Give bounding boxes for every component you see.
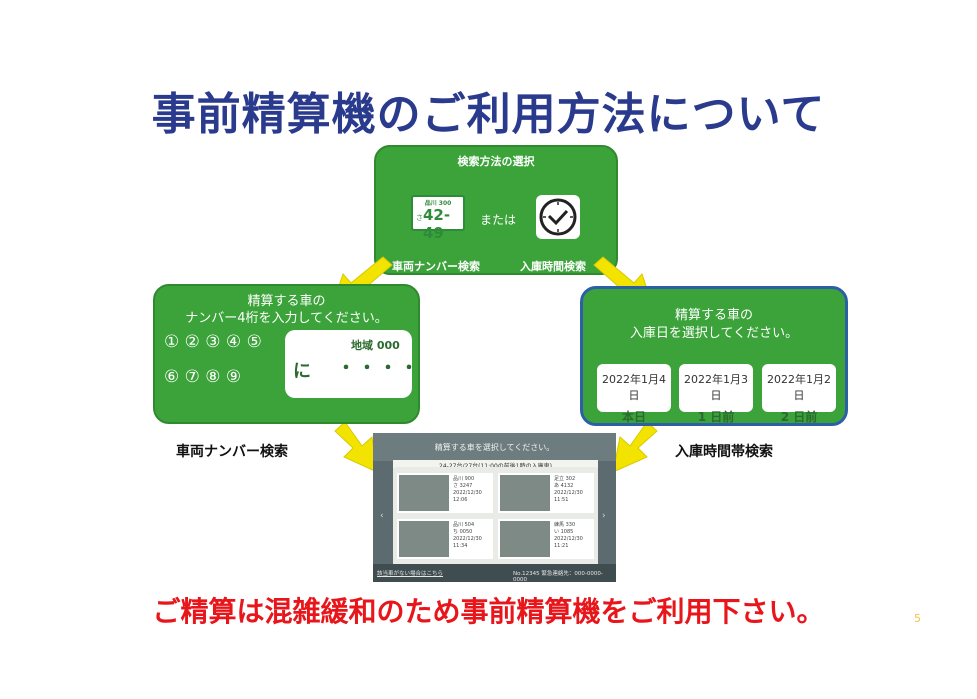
plate-display-digits: ・・・・ [337, 358, 421, 379]
car-plate-number: さ 3247 [453, 483, 473, 489]
car-card[interactable]: 品川 504 ち 0050 2022/12/30 11:34 [397, 519, 493, 559]
chevron-left-icon[interactable]: ‹ [380, 511, 384, 521]
date-button-label: 本日 [621, 410, 646, 424]
car-time: 11:34 [453, 543, 468, 549]
car-plate: 足立 302 [554, 476, 576, 482]
car-plate: 品川 504 [453, 522, 475, 528]
date-button-date: 2022年1月3日 [684, 373, 748, 402]
kiosk-car-list: 品川 900 さ 3247 2022/12/30 12:06 足立 302 あ … [393, 467, 598, 567]
car-date: 2022/12/30 [554, 490, 583, 496]
plate-kana: さ [416, 214, 423, 222]
plate-number-display: 地域 000 に ・・・・ [285, 330, 418, 398]
kiosk-subheader: 24-27台/27台(11:00の前後1時の入庫車) [393, 461, 598, 470]
license-plate-icon: 品川 300 さ 42-49 [411, 195, 465, 242]
kiosk-footer-contact: No.12345 緊急連絡先：000-0000-0000 [513, 571, 603, 583]
arrow-to-screen-right [612, 421, 658, 473]
date-button-1-day-ago[interactable]: 2022年1月3日 1 日前 [679, 364, 753, 424]
date-button-2-days-ago[interactable]: 2022年1月2日 2 日前 [762, 364, 836, 424]
page-number: 5 [914, 612, 921, 625]
chevron-right-icon[interactable]: › [602, 511, 606, 521]
car-time: 11:21 [554, 543, 569, 549]
arrow-to-screen-left [334, 421, 378, 473]
kiosk-header-bar [373, 433, 616, 461]
car-photo [500, 521, 550, 557]
plate-region: 品川 300 [424, 200, 452, 207]
bottom-message: ご精算は混雑緩和のため事前精算機をご利用下さい。 [152, 595, 825, 628]
number-keys-row1[interactable]: ① ② ③ ④ ⑤ [164, 332, 262, 352]
car-plate-number: い 1085 [554, 529, 574, 535]
search-method-heading: 検索方法の選択 [457, 155, 535, 168]
kiosk-header: 精算する車を選択してください。 [434, 443, 555, 452]
car-plate: 品川 900 [453, 476, 475, 482]
date-button-date: 2022年1月4日 [602, 373, 666, 402]
clock-icon [536, 195, 580, 239]
car-card[interactable]: 練馬 330 い 1085 2022/12/30 11:21 [498, 519, 594, 559]
plate-input-line2: ナンバー4桁を入力してください。 [185, 311, 388, 326]
plate-display-region: 地域 000 [351, 339, 400, 352]
car-date: 2022/12/30 [453, 536, 482, 542]
car-card[interactable]: 品川 900 さ 3247 2022/12/30 12:06 [397, 473, 493, 513]
date-button-label: 1 日前 [697, 410, 735, 424]
plate-input-line1: 精算する車の [247, 294, 326, 309]
vehicle-number-search-label: 車両ナンバー検索 [176, 444, 288, 460]
car-date: 2022/12/30 [554, 536, 583, 542]
plate-display-kana: に [293, 361, 311, 382]
car-photo [500, 475, 550, 511]
number-keys-row2[interactable]: ⑥ ⑦ ⑧ ⑨ [164, 367, 242, 387]
car-plate-number: あ 4132 [554, 483, 574, 489]
entry-time-search-label: 入庫時間帯検索 [675, 444, 773, 460]
car-time: 11:51 [554, 497, 569, 503]
kiosk-footer-link[interactable]: 該当車がない場合はこちら [377, 571, 444, 577]
date-button-label: 2 日前 [780, 410, 818, 424]
car-plate-number: ち 0050 [453, 529, 473, 535]
kiosk-screen-photo: 精算する車を選択してください。 24-27台/27台(11:00の前後1時の入庫… [373, 433, 616, 583]
date-select-line1: 精算する車の [674, 308, 753, 323]
car-date: 2022/12/30 [453, 490, 482, 496]
label-vehicle-search: 車両ナンバー検索 [392, 260, 480, 273]
car-plate: 練馬 330 [554, 522, 576, 528]
car-photo [399, 521, 449, 557]
page-title: 事前精算機のご利用方法について [151, 89, 826, 140]
car-photo [399, 475, 449, 511]
kiosk-footer-bar [373, 564, 616, 582]
label-time-search: 入庫時間検索 [520, 260, 586, 273]
car-time: 12:06 [453, 497, 468, 503]
plate-number: 42-49 [423, 206, 451, 242]
date-button-today[interactable]: 2022年1月4日 本日 [597, 364, 671, 424]
or-text: または [480, 213, 517, 227]
date-select-line2: 入庫日を選択してください。 [629, 326, 799, 341]
date-button-date: 2022年1月2日 [767, 373, 831, 402]
car-card[interactable]: 足立 302 あ 4132 2022/12/30 11:51 [498, 473, 594, 513]
